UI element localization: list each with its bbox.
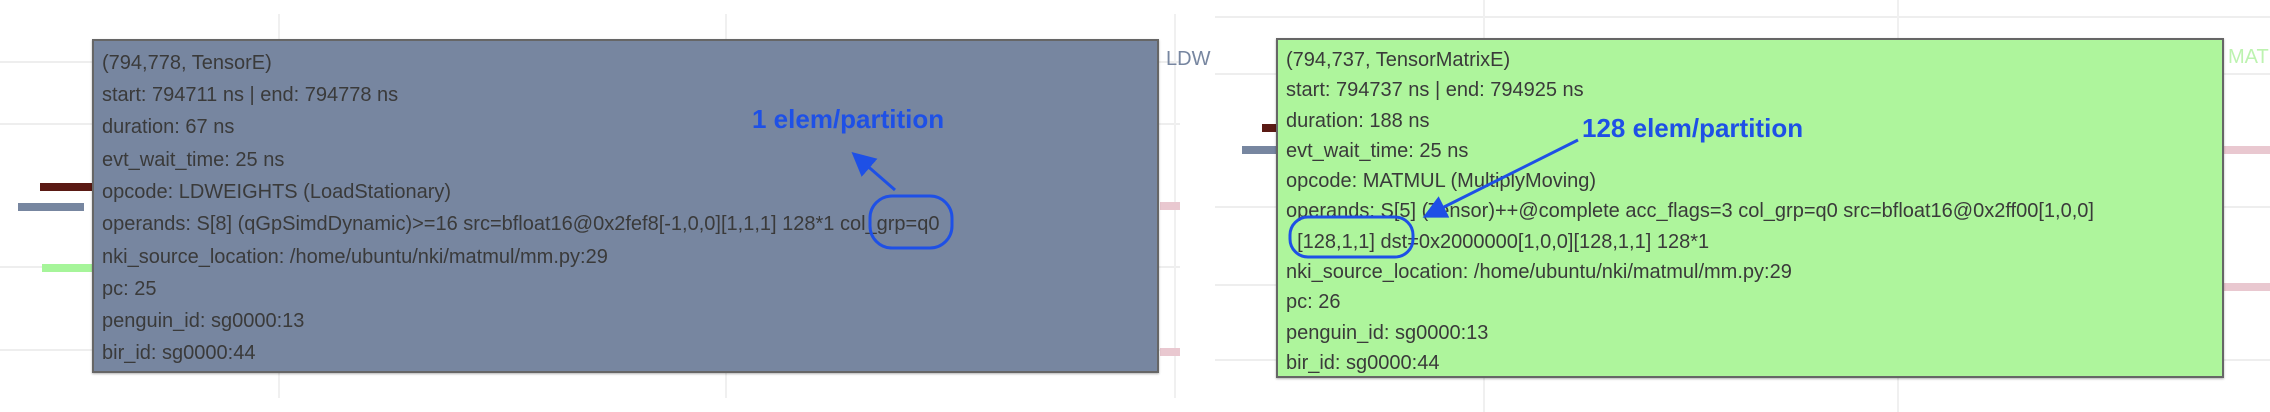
timeline-bar-stub[interactable] (1160, 348, 1180, 356)
tooltip-opcode: opcode: MATMUL (MultiplyMoving) (1286, 170, 1597, 192)
ldweights-tooltip: (794,778, TensorE) start: 794711 ns | en… (92, 39, 1159, 373)
tooltip-source-location: nki_source_location: /home/ubuntu/nki/ma… (1286, 261, 1792, 283)
tooltip-penguin-id: penguin_id: sg0000:13 (1286, 322, 1489, 344)
tooltip-source-location: nki_source_location: /home/ubuntu/nki/ma… (102, 246, 608, 268)
tooltip-opcode: opcode: LDWEIGHTS (LoadStationary) (102, 181, 452, 203)
timeline-bar-stub[interactable] (42, 264, 92, 272)
tooltip-pc: pc: 26 (1286, 291, 1341, 313)
timeline-bar-stub[interactable] (18, 203, 84, 211)
highlight-circle-right (1288, 215, 1415, 259)
annotation-128-elem: 128 elem/partition (1582, 113, 1804, 143)
tooltip-start-end: start: 794711 ns | end: 794778 ns (102, 84, 399, 106)
tooltip-operands-cont: [128,1,1] dst=0x2000000[1,0,0][128,1,1] … (1286, 231, 1710, 253)
ldweights-bar-label: LDW (1166, 48, 1211, 70)
tooltip-evt-wait: evt_wait_time: 25 ns (102, 149, 285, 171)
tooltip-bir-id: bir_id: sg0000:44 (1286, 352, 1440, 374)
tooltip-duration: duration: 67 ns (102, 116, 235, 138)
tooltip-penguin-id: penguin_id: sg0000:13 (102, 310, 305, 332)
timeline-bar-stub[interactable] (2223, 283, 2270, 291)
tooltip-pc: pc: 25 (102, 278, 157, 300)
arrow-right (1422, 138, 1579, 218)
tooltip-title: (794,778, TensorE) (102, 52, 272, 74)
timeline-bar-stub[interactable] (2223, 146, 2270, 154)
tooltip-bir-id: bir_id: sg0000:44 (102, 342, 256, 364)
highlight-circle-left (868, 194, 954, 250)
tooltip-operands: operands: S[5] (Tensor)++@complete acc_f… (1286, 200, 2094, 222)
timeline-bar-stub[interactable] (40, 183, 92, 191)
timeline-bar-stub[interactable] (1160, 202, 1180, 210)
matmul-bar-label: MAT (2228, 46, 2269, 68)
timeline-bar-stub[interactable] (1262, 124, 1276, 132)
timeline-bar-stub[interactable] (1242, 146, 1276, 154)
tooltip-duration: duration: 188 ns (1286, 110, 1430, 132)
tooltip-title: (794,737, TensorMatrixE) (1286, 49, 1511, 71)
tooltip-start-end: start: 794737 ns | end: 794925 ns (1286, 79, 1584, 101)
tooltip-operands: operands: S[8] (qGpSimdDynamic)>=16 src=… (102, 213, 940, 235)
tooltip-evt-wait: evt_wait_time: 25 ns (1286, 140, 1469, 162)
arrow-left (851, 152, 896, 192)
annotation-1-elem: 1 elem/partition (752, 104, 945, 134)
gridline (1215, 16, 2270, 18)
